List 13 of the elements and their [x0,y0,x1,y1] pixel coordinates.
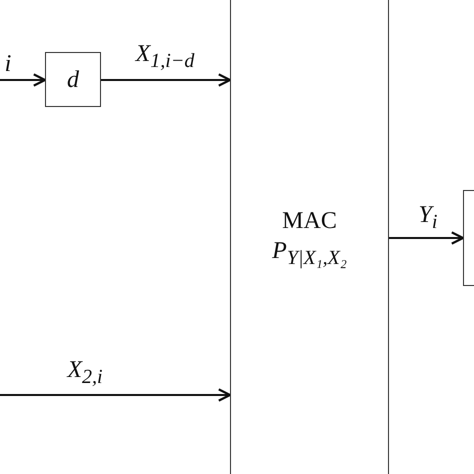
arrow [389,231,464,245]
block-label: d [67,66,79,94]
arrow [101,73,232,87]
channel-block [230,0,389,474]
block-label: MAC [282,206,337,236]
edge-label: X$_{1,i−d}$ [136,42,194,71]
arrow [0,388,232,402]
block [45,52,101,107]
arrow [0,73,46,87]
edge-label: Y$_{i}$ [418,203,438,232]
edge-label: X$_{2,i}$ [67,358,103,387]
channel-formula: P$_{Y|X₁,X₂}$ [272,236,347,270]
edge-label: i [4,52,12,76]
